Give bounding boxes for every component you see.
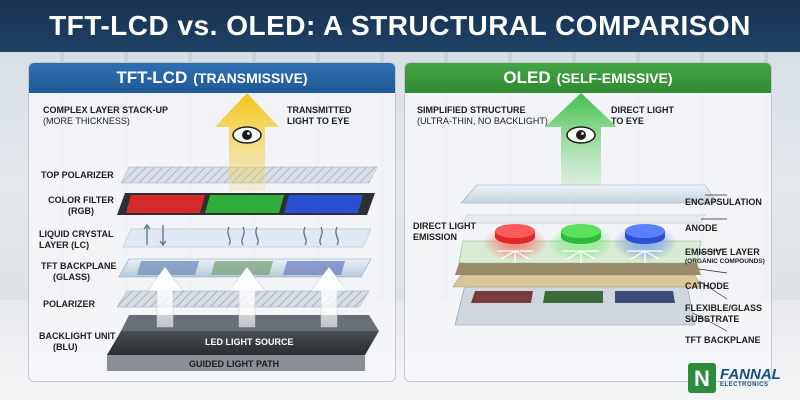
label-tft-backplane: TFT BACKPLANE (GLASS)	[41, 261, 117, 282]
backlight-unit-layer	[107, 315, 379, 371]
oled-leader-lines	[692, 194, 728, 332]
oled-header-sub: (SELF-EMISSIVE)	[556, 70, 673, 86]
oled-header-main: OLED	[503, 68, 551, 87]
oled-panel: OLED (SELF-EMISSIVE)	[404, 62, 772, 382]
label-substrate: FLEXIBLE/GLASS SUBSTRATE	[685, 303, 763, 324]
label-encapsulation: ENCAPSULATION	[685, 197, 762, 207]
oled-direct-emission-label: DIRECT LIGHT EMISSION	[413, 221, 476, 242]
logo-sub: ELECTRONICS	[720, 382, 769, 388]
anode-layer	[462, 214, 706, 224]
label-liquid-crystal: LIQUID CRYSTAL LAYER (LC)	[39, 229, 114, 250]
eye-icon	[232, 126, 262, 144]
label-polarizer: POLARIZER	[43, 299, 96, 309]
label-guided-light-path: GUIDED LIGHT PATH	[189, 359, 280, 369]
label-led-light-source: LED LIGHT SOURCE	[205, 337, 294, 347]
page-title: TFT-LCD vs. OLED: A STRUCTURAL COMPARISO…	[49, 10, 751, 41]
liquid-crystal-layer	[122, 223, 372, 248]
oled-stack-diagram	[452, 93, 728, 332]
label-backlight-unit: BACKLIGHT UNIT (BLU)	[39, 331, 116, 352]
label-emissive-layer: EMISSIVE LAYER (ORGANIC COMPOUNDS)	[685, 247, 765, 265]
logo-mark-icon: N	[688, 363, 716, 393]
encapsulation-layer	[460, 184, 718, 204]
lcd-stack-diagram	[107, 93, 379, 371]
lcd-panel: TFT-LCD (TRANSMISSIVE)	[28, 62, 396, 382]
oled-direct-light-label: DIRECT LIGHT TO EYE	[611, 105, 674, 126]
oled-panel-header: OLED (SELF-EMISSIVE)	[405, 63, 771, 93]
oled-intro-text: SIMPLIFIED STRUCTURE (ULTRA-THIN, NO BAC…	[417, 105, 548, 126]
lcd-intro-text: COMPLEX LAYER STACK-UP (MORE THICKNESS)	[43, 105, 169, 126]
title-bar: TFT-LCD vs. OLED: A STRUCTURAL COMPARISO…	[0, 0, 800, 52]
tft-backplane-layer	[118, 258, 372, 278]
color-filter-layer	[117, 193, 375, 215]
lcd-header-sub: (TRANSMISSIVE)	[193, 70, 308, 86]
color-filter-blue	[284, 195, 363, 213]
eye-icon	[566, 126, 596, 144]
fannal-logo: N FANNAL ELECTRONICS	[688, 362, 794, 394]
label-anode: ANODE	[685, 223, 718, 233]
oled-pixels	[495, 224, 665, 244]
label-top-polarizer: TOP POLARIZER	[41, 170, 114, 180]
radiating-arrows-icon	[497, 250, 663, 263]
logo-mark-letter: N	[694, 366, 710, 391]
color-filter-red	[126, 195, 205, 213]
label-cathode: CATHODE	[685, 281, 729, 291]
color-filter-green	[205, 195, 284, 213]
lcd-header-main: TFT-LCD	[116, 68, 188, 87]
lcd-panel-header: TFT-LCD (TRANSMISSIVE)	[29, 63, 395, 93]
substrate-layer	[452, 274, 702, 288]
logo-name: FANNAL	[720, 366, 781, 383]
lcd-transmitted-label: TRANSMITTED LIGHT TO EYE	[287, 105, 352, 126]
label-color-filter: COLOR FILTER (RGB)	[48, 195, 114, 216]
oled-tft-backplane-layer	[454, 284, 696, 326]
label-oled-tft-backplane: TFT BACKPLANE	[685, 335, 761, 345]
cathode-layer	[455, 263, 701, 275]
backlight-arrows	[146, 266, 348, 328]
